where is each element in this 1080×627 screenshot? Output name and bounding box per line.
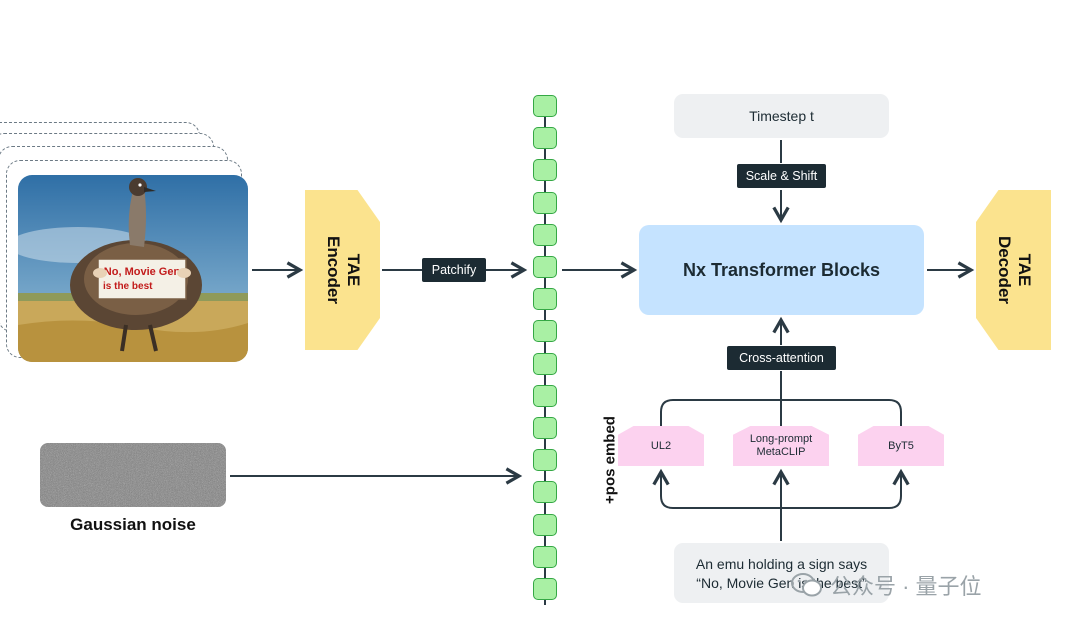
scale-shift-label: Scale & Shift	[737, 164, 826, 188]
patch-token	[533, 545, 557, 568]
sign-text-line1: No, Movie Gen	[104, 266, 181, 278]
metaclip-label-line1: Long-prompt	[749, 433, 813, 445]
patchify-label: Patchify	[422, 258, 486, 282]
input-video-frame-image: No, Movie Gen is the best	[18, 175, 248, 362]
sign-text-line2: is the best	[103, 281, 153, 292]
patch-token	[533, 223, 557, 246]
prompt-line1: An emu holding a sign says	[695, 556, 868, 572]
tae-decoder-line2: Decoder	[994, 235, 1014, 305]
pos-embed-label: +pos embed	[600, 405, 620, 515]
patch-token	[533, 578, 557, 600]
watermark: 公众号 · 量子位	[790, 568, 1050, 602]
gaussian-noise-image	[40, 443, 226, 507]
patch-token	[533, 449, 557, 472]
wechat-icon	[791, 573, 822, 597]
patch-token	[533, 95, 557, 117]
patch-token	[533, 159, 557, 182]
patch-token	[533, 288, 557, 311]
tae-decoder-block: TAE Decoder	[976, 190, 1051, 350]
tae-decoder-line1: TAE	[1014, 253, 1034, 287]
patch-token	[533, 481, 557, 504]
patch-token	[533, 352, 557, 375]
timestep-box: Timestep t	[674, 94, 889, 138]
patch-token	[533, 127, 557, 150]
tae-encoder-line1: TAE	[343, 253, 363, 287]
tae-encoder-line2: Encoder	[323, 235, 343, 305]
text-prompt-box: An emu holding a sign says “No, Movie Ge…	[674, 543, 889, 603]
patch-token	[533, 256, 557, 278]
ul2-label: UL2	[650, 439, 672, 452]
patch-token	[533, 320, 557, 343]
metaclip-label-line2: MetaCLIP	[756, 446, 806, 458]
patch-token	[533, 513, 557, 536]
cross-attention-label: Cross-attention	[727, 346, 836, 370]
metaclip-encoder: Long-prompt MetaCLIP	[733, 426, 829, 466]
patch-token	[533, 384, 557, 407]
ul2-encoder: UL2	[618, 426, 704, 466]
gaussian-noise-label: Gaussian noise	[70, 515, 196, 534]
byt5-label: ByT5	[888, 439, 914, 452]
patch-token	[533, 191, 557, 214]
tae-encoder-block: TAE Encoder	[305, 190, 380, 350]
watermark-text: 公众号 · 量子位	[830, 574, 982, 599]
byt5-encoder: ByT5	[858, 426, 944, 466]
transformer-blocks: Nx Transformer Blocks	[639, 225, 924, 315]
pos-embed-text: +pos embed	[601, 416, 619, 504]
patch-token	[533, 417, 557, 439]
prompt-line2: “No, Movie Gen is the best”	[696, 575, 867, 591]
